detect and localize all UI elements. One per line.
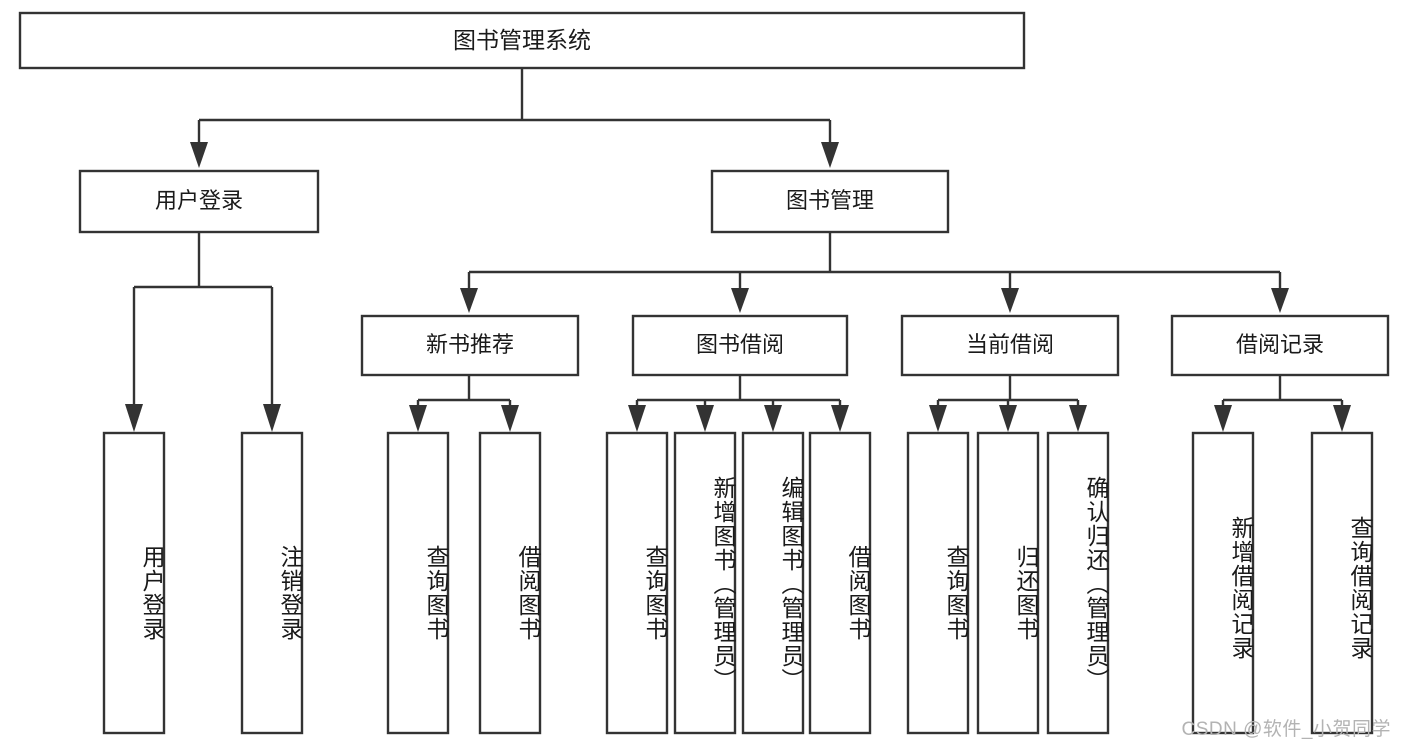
node-new-book-recommend[interactable]: 新书推荐 [360, 314, 580, 377]
leaf-box-borrow-book-1[interactable] [478, 431, 542, 735]
leaf-box-query-book-2[interactable] [605, 431, 669, 735]
csdn-watermark: CSDN @软件_小贺同学 [1181, 719, 1391, 740]
leaf-box-edit-book-admin[interactable] [741, 431, 805, 735]
arrow-head-icon [1069, 405, 1087, 432]
node-box[interactable] [18, 11, 1026, 70]
leaf-box-logout[interactable] [240, 431, 304, 735]
leaf-box-return-book[interactable] [976, 431, 1040, 735]
arrow-head-icon [929, 405, 947, 432]
leaf-box-add-record[interactable] [1191, 431, 1255, 735]
leaf-box-group [102, 431, 1374, 735]
leaf-box-borrow-book-2[interactable] [808, 431, 872, 735]
node-box[interactable] [631, 314, 849, 377]
leaf-box-query-book-3[interactable] [906, 431, 970, 735]
arrow-head-icon [1001, 288, 1019, 313]
arrow-head-icon [999, 405, 1017, 432]
node-label: 图书管理系统 [453, 27, 591, 53]
leaf-box-query-record[interactable] [1310, 431, 1374, 735]
arrow-head-icon [190, 142, 208, 168]
arrow-head-icon [263, 404, 281, 432]
arrow-head-icon [1214, 405, 1232, 432]
arrow-head-icon [1271, 288, 1289, 313]
node-box[interactable] [710, 169, 950, 234]
connector-group-root [190, 68, 839, 168]
node-label: 当前借阅 [966, 332, 1054, 357]
connector-group-user-login [125, 232, 281, 432]
node-box[interactable] [360, 314, 580, 377]
node-borrow-record[interactable]: 借阅记录 [1170, 314, 1390, 377]
node-label: 新书推荐 [426, 332, 514, 357]
node-book-borrow[interactable]: 图书借阅 [631, 314, 849, 377]
node-user-login[interactable]: 用户登录 [78, 169, 320, 234]
leaf-box-confirm-return[interactable] [1046, 431, 1110, 735]
node-box[interactable] [900, 314, 1120, 377]
arrow-head-icon [821, 142, 839, 168]
connector-group-current-borrow [929, 375, 1087, 432]
node-book-management[interactable]: 图书管理 [710, 169, 950, 234]
arrow-head-icon [628, 405, 646, 432]
node-label: 图书管理 [786, 188, 874, 213]
connector-group-book-borrow [628, 375, 849, 432]
connector-group-borrow-record [1214, 375, 1351, 432]
arrow-head-icon [125, 404, 143, 432]
node-label: 图书借阅 [696, 332, 784, 357]
arrow-head-icon [731, 288, 749, 313]
leaf-box-user-login[interactable] [102, 431, 166, 735]
arrow-head-icon [831, 405, 849, 432]
arrow-head-icon [1333, 405, 1351, 432]
node-root-system[interactable]: 图书管理系统 [18, 11, 1026, 70]
arrow-head-icon [696, 405, 714, 432]
node-current-borrow[interactable]: 当前借阅 [900, 314, 1120, 377]
arrow-head-icon [764, 405, 782, 432]
connector-group-new-book [409, 375, 519, 432]
arrow-head-icon [460, 288, 478, 313]
arrow-head-icon [501, 405, 519, 432]
connector-group-book-manage [460, 232, 1289, 313]
node-label: 借阅记录 [1236, 332, 1324, 357]
leaf-box-query-book-1[interactable] [386, 431, 450, 735]
node-label: 用户登录 [155, 188, 243, 213]
node-box[interactable] [1170, 314, 1390, 377]
node-box[interactable] [78, 169, 320, 234]
arrow-head-icon [409, 405, 427, 432]
leaf-box-add-book-admin[interactable] [673, 431, 737, 735]
